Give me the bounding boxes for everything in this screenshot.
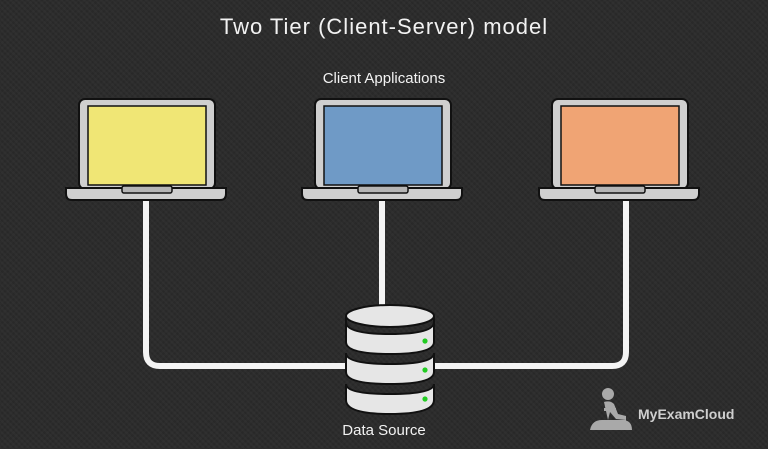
laptop-client-2 — [301, 98, 463, 201]
laptop-screen-2 — [323, 105, 443, 186]
connectors — [143, 197, 629, 369]
laptop-screen-3 — [560, 105, 680, 186]
status-led-2 — [422, 367, 428, 373]
brand-name: MyExamCloud — [638, 406, 735, 422]
person-sitting-logo-icon — [590, 388, 632, 430]
laptop-client-3 — [538, 98, 700, 201]
laptop-screen-1 — [87, 105, 207, 186]
brand-watermark: MyExamCloud — [586, 386, 756, 434]
status-led-3 — [422, 396, 428, 402]
connector-client-3 — [429, 197, 629, 369]
diagram-title: Two Tier (Client-Server) model — [219, 14, 549, 39]
status-led-1 — [422, 338, 428, 344]
clients-label: Client Applications — [322, 70, 446, 87]
laptop-client-1 — [65, 98, 227, 201]
database-server-icon — [345, 304, 435, 416]
server-label: Data Source — [342, 422, 426, 439]
connector-client-1 — [143, 197, 349, 369]
